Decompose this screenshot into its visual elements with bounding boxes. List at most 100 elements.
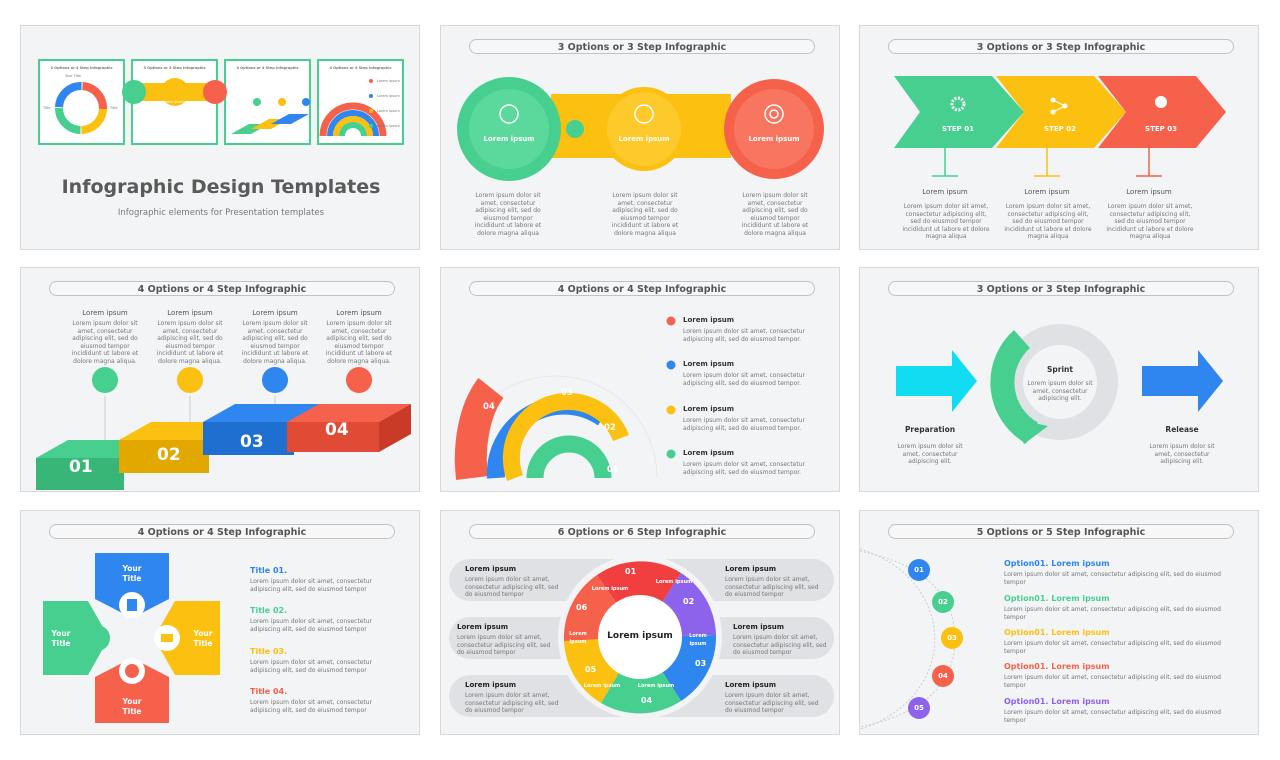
wheel-num-05: 05 bbox=[585, 665, 597, 674]
step-3-heading: Lorem ipsum bbox=[1126, 188, 1172, 196]
timeline-num-4: 04 bbox=[938, 672, 948, 680]
wheel-num-04: 04 bbox=[641, 696, 653, 705]
timeline-item-2-body: Lorem ipsum dolor sit amet, consectetur … bbox=[1004, 606, 1221, 621]
thumb-2-label: Lorem ipsum bbox=[162, 100, 185, 104]
timeline-item-2-heading: Option01. Lorem ipsum bbox=[1004, 594, 1110, 603]
platform-4-number: 04 bbox=[325, 420, 349, 440]
platform-4-body: Lorem ipsum dolor sit amet, consectetur … bbox=[325, 320, 393, 365]
timeline-num-5: 05 bbox=[914, 704, 924, 712]
platform-3-number: 03 bbox=[240, 432, 264, 452]
slide-3-step-sprint[interactable]: 3 Options or 3 Step Infographic Sprint L… bbox=[859, 267, 1259, 492]
wheel-right-2-heading: Lorem ipsum bbox=[733, 623, 785, 631]
thumb-4-item-3: Lorem Ipsum bbox=[377, 109, 400, 113]
slide-6-option-wheel[interactable]: 6 Options or 6 Step Infographic Lorem ip… bbox=[440, 510, 840, 735]
thumb-4-title: 4 Options or 4 Step Infographic bbox=[329, 66, 392, 70]
thumb-4-item-1: Lorem Ipsum bbox=[377, 79, 400, 83]
wheel-seg-3: Lorem ipsum bbox=[689, 633, 707, 647]
slide-9-title: 5 Options or 5 Step Infographic bbox=[888, 524, 1234, 539]
cross-bottom-title: Title bbox=[122, 707, 142, 716]
wheel-right-3-body: Lorem ipsum dolor sit amet, consectetur … bbox=[725, 692, 819, 714]
wheel-left-2-heading: Lorem ipsum bbox=[457, 623, 509, 631]
step-2-label: STEP 02 bbox=[1044, 125, 1076, 133]
thumb-graphics bbox=[38, 59, 404, 145]
cross-top-your: Your bbox=[122, 564, 142, 573]
wheel-num-03: 03 bbox=[695, 659, 707, 668]
slide-7-title: 4 Options or 4 Step Infographic bbox=[49, 524, 395, 539]
wheel-left-2-body: Lorem ipsum dolor sit amet, consectetur … bbox=[457, 634, 551, 656]
cross-right-your: Your bbox=[193, 629, 213, 638]
sprint-graphic bbox=[896, 324, 1223, 444]
arc-item-4-heading: Lorem ipsum bbox=[683, 449, 735, 457]
cross-graphic bbox=[43, 553, 220, 723]
puzzle-body-1: Lorem ipsum dolor sit amet, consectetur … bbox=[474, 192, 542, 237]
slide-8-title: 6 Options or 6 Step Infographic bbox=[469, 524, 815, 539]
puzzle-body-2: Lorem ipsum dolor sit amet, consectetur … bbox=[611, 192, 679, 237]
step-1-label: STEP 01 bbox=[942, 125, 974, 133]
thumb-3-title: 4 Options or 4 Step Infographic bbox=[236, 66, 299, 70]
slide-3-option-puzzle[interactable]: 3 Options or 3 Step Infographic Lorem ip… bbox=[440, 25, 840, 250]
wheel-seg-5: Lorem ipsum bbox=[583, 683, 621, 689]
slide-4-title: 4 Options or 4 Step Infographic bbox=[49, 281, 395, 296]
puzzle-body-3: Lorem ipsum dolor sit amet, consectetur … bbox=[741, 192, 809, 237]
platform-4-heading: Lorem ipsum bbox=[336, 309, 382, 317]
platform-1-heading: Lorem ipsum bbox=[82, 309, 128, 317]
step-2-body: Lorem ipsum dolor sit amet, consectetur … bbox=[1004, 203, 1092, 240]
arc-1-number: 01 bbox=[607, 465, 619, 475]
wheel-seg-6: Lorem ipsum bbox=[569, 631, 587, 645]
wheel-seg-4: Lorem ipsum bbox=[637, 683, 675, 689]
slide-3-title: 3 Options or 3 Step Infographic bbox=[888, 39, 1234, 54]
wheel-right-2-body: Lorem ipsum dolor sit amet, consectetur … bbox=[733, 634, 827, 656]
thumb-1-your-title: Your Title bbox=[65, 74, 82, 78]
timeline-item-5-heading: Option01. Lorem ipsum bbox=[1004, 697, 1110, 706]
timeline-item-5-body: Lorem ipsum dolor sit amet, consectetur … bbox=[1004, 709, 1221, 724]
puzzle-label-3: Lorem ipsum bbox=[748, 135, 800, 143]
wheel-left-1-body: Lorem ipsum dolor sit amet, consectetur … bbox=[465, 576, 559, 598]
sprint-body: Lorem ipsum dolor sit amet, consectetur … bbox=[1027, 380, 1093, 402]
platform-1-number: 01 bbox=[69, 457, 93, 477]
arcs-graphic bbox=[452, 316, 676, 481]
timeline-graphic bbox=[860, 548, 963, 730]
timeline-item-4-body: Lorem ipsum dolor sit amet, consectetur … bbox=[1004, 674, 1221, 689]
step-2-heading: Lorem ipsum bbox=[1024, 188, 1070, 196]
slide-5-option-timeline[interactable]: 5 Options or 5 Step Infographic 01 02 03… bbox=[859, 510, 1259, 735]
platform-2-body: Lorem ipsum dolor sit amet, consectetur … bbox=[156, 320, 224, 365]
wheel-left-3-heading: Lorem ipsum bbox=[465, 681, 517, 689]
cross-item-3-body: Lorem ipsum dolor sit amet, consectetur … bbox=[250, 659, 373, 674]
wheel-seg-2: Lorem ipsum bbox=[655, 579, 693, 585]
cross-item-3-heading: Title 03. bbox=[250, 647, 288, 656]
timeline-num-1: 01 bbox=[914, 566, 924, 574]
timeline-item-3-heading: Option01. Lorem ipsum bbox=[1004, 628, 1110, 637]
cross-left-your: Your bbox=[51, 629, 71, 638]
arc-item-3-heading: Lorem ipsum bbox=[683, 405, 735, 413]
wheel-center-label: Lorem ipsum bbox=[607, 631, 673, 641]
slide-cover[interactable]: 4 Options or 4 Step Infographic 3 Option… bbox=[20, 25, 420, 250]
thumb-4-item-2: Lorem Ipsum bbox=[377, 94, 400, 98]
arc-3-number: 03 bbox=[561, 388, 573, 398]
arc-item-4-body: Lorem ipsum dolor sit amet, consectetur … bbox=[683, 461, 806, 476]
wheel-graphic bbox=[449, 555, 834, 719]
timeline-num-2: 02 bbox=[938, 598, 948, 606]
slide-4-step-platforms[interactable]: 4 Options or 4 Step Infographic Lorem ip… bbox=[20, 267, 420, 492]
puzzle-graphic bbox=[457, 77, 824, 181]
platform-1-body: Lorem ipsum dolor sit amet, consectetur … bbox=[71, 320, 139, 365]
slide-4-option-arcs[interactable]: 4 Options or 4 Step Infographic 04 03 02… bbox=[440, 267, 840, 492]
cover-subtitle: Infographic elements for Presentation te… bbox=[117, 208, 325, 218]
step-arrows-graphic bbox=[894, 76, 1226, 177]
cross-left-title: Title bbox=[51, 639, 71, 648]
thumb-1-title: 4 Options or 4 Step Infographic bbox=[50, 66, 113, 70]
release-body: Lorem ipsum dolor sit amet, consectetur … bbox=[1149, 443, 1215, 465]
step-3-body: Lorem ipsum dolor sit amet, consectetur … bbox=[1106, 203, 1194, 240]
slide-4-option-cross[interactable]: 4 Options or 4 Step Infographic Your Tit… bbox=[20, 510, 420, 735]
thumb-1-title-left: Title bbox=[43, 106, 51, 110]
cross-top-title: Title bbox=[122, 574, 142, 583]
platform-2-number: 02 bbox=[157, 445, 181, 465]
arc-item-3-body: Lorem ipsum dolor sit amet, consectetur … bbox=[683, 417, 806, 432]
thumb-2-title: 3 Options or 3 Step Infographic bbox=[143, 66, 206, 70]
release-heading: Release bbox=[1165, 425, 1199, 434]
cross-bottom-your: Your bbox=[122, 697, 142, 706]
cross-item-1-heading: Title 01. bbox=[250, 566, 288, 575]
slide-5-title: 4 Options or 4 Step Infographic bbox=[469, 281, 815, 296]
wheel-num-02: 02 bbox=[683, 597, 695, 606]
slide-3-step-arrows[interactable]: 3 Options or 3 Step Infographic STEP 01 … bbox=[859, 25, 1259, 250]
cross-item-2-heading: Title 02. bbox=[250, 606, 288, 615]
